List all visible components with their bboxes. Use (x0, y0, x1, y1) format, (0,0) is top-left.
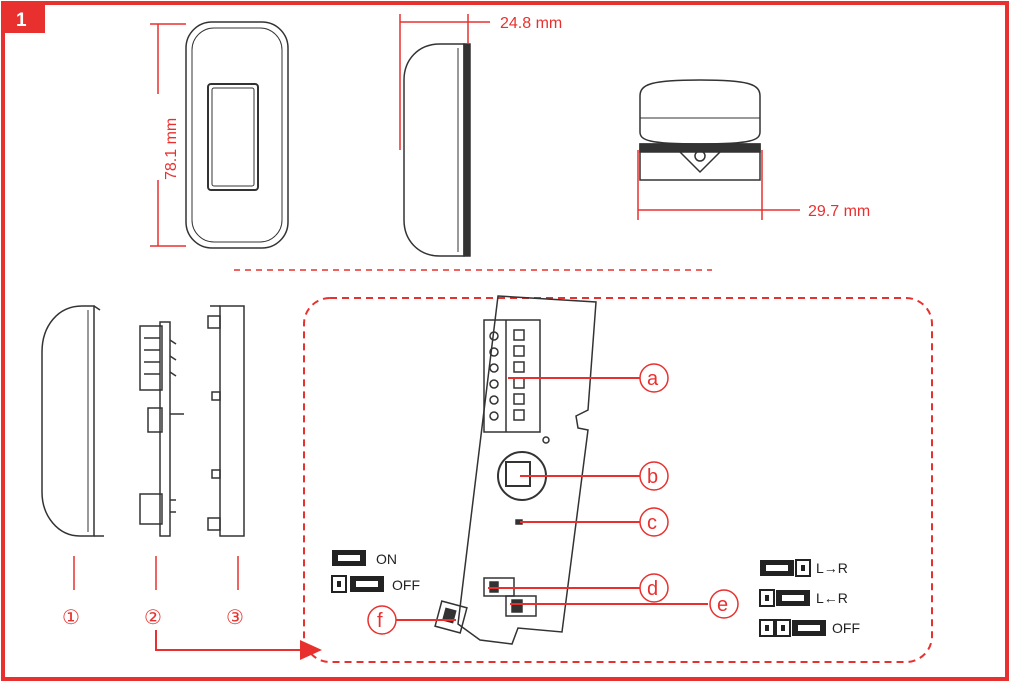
callout-a: a (647, 368, 659, 390)
width-label: 29.7 mm (808, 203, 870, 220)
width-dimension (637, 150, 800, 220)
jumper-f-on-label: ON (376, 551, 397, 567)
front-view (185, 21, 289, 249)
jumper-f (434, 600, 468, 634)
jumper-f-off-label: OFF (392, 577, 420, 593)
pcb-detail-arrow (155, 630, 300, 651)
jumper-e-off-label: OFF (832, 620, 860, 636)
callout-f: f (377, 610, 383, 632)
jumper-legend-e (759, 559, 826, 637)
part-1-cover (41, 305, 104, 537)
part-leaders (73, 556, 239, 590)
callout-circles (367, 363, 739, 635)
height-label: 78.1 mm (163, 118, 180, 180)
part-1-label: ① (62, 607, 80, 629)
figure-badge (3, 3, 45, 33)
callout-b: b (647, 466, 658, 488)
callout-d: d (647, 578, 658, 600)
part-3-base (207, 305, 245, 537)
arrow-head (300, 640, 322, 660)
callout-leaders (396, 377, 708, 621)
pcb-detail-box (303, 297, 933, 663)
jumper-e-lr2-label: L←R (816, 590, 848, 606)
depth-dimension (399, 14, 490, 150)
top-view (639, 79, 761, 181)
height-dimension (150, 23, 186, 247)
callout-c: c (647, 512, 657, 534)
part-2-pcb (139, 321, 184, 537)
jumper-e-lr1-label: L→R (816, 560, 848, 576)
callout-e: e (717, 594, 728, 616)
jumper-e (505, 595, 537, 617)
pcb-board (434, 295, 597, 645)
jumper-legend-f (331, 550, 384, 593)
figure-number: 1 (16, 10, 27, 31)
part-3-label: ③ (226, 607, 244, 629)
side-view (403, 43, 471, 257)
depth-label: 24.8 mm (500, 15, 562, 32)
terminal-block (483, 319, 541, 433)
part-2-label: ② (144, 607, 162, 629)
